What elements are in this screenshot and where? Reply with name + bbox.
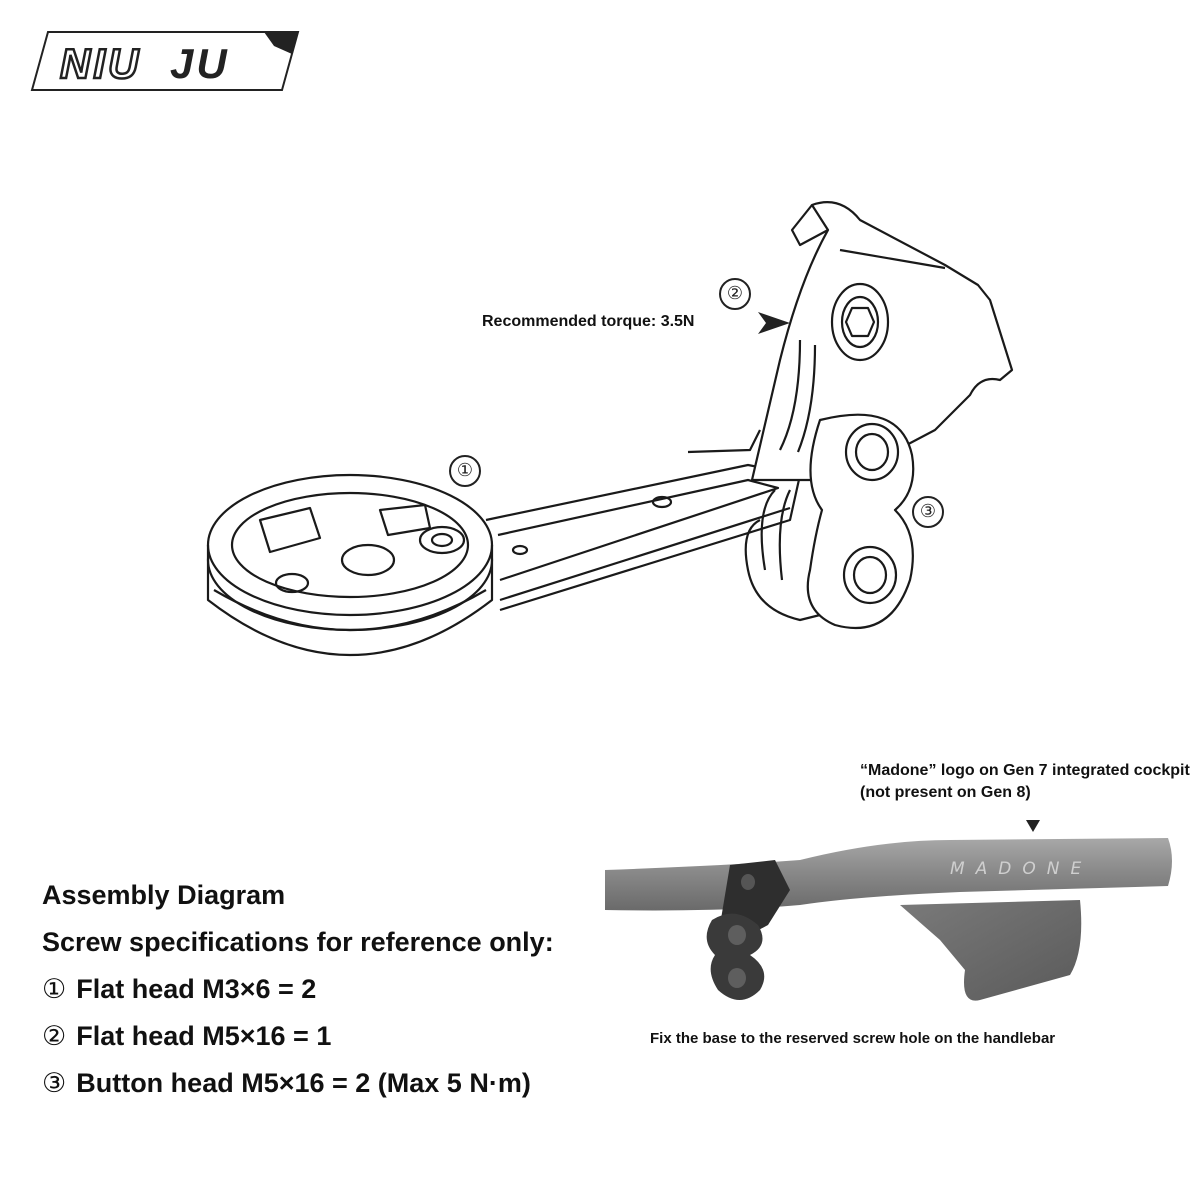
handlebar-photo: MADONE: [605, 838, 1172, 1001]
callout-2: ②: [719, 278, 751, 310]
madone-logo-note: “Madone” logo on Gen 7 integrated cockpi…: [860, 762, 1190, 801]
torque-arrow-icon: [758, 312, 790, 334]
logo-text-right: JU: [170, 40, 230, 87]
pointer-down-icon: [1026, 820, 1040, 832]
spec-item-number: ②: [42, 1021, 67, 1052]
brand-logo: NIU JU: [30, 31, 300, 91]
computer-mount-cup: [206, 473, 494, 656]
madone-bar-logo: MADONE: [950, 859, 1092, 879]
spec-item-2: ② Flat head M5×16 = 1: [42, 1013, 642, 1060]
spec-subtitle: Screw specifications for reference only:: [42, 927, 554, 957]
mount-assembly-drawing: [206, 201, 1014, 656]
upper-bracket: [750, 201, 1014, 482]
torque-label: Recommended torque: 3.5N: [482, 313, 695, 330]
link-plates: [744, 413, 915, 630]
spec-title: Assembly Diagram: [42, 880, 286, 910]
callout-1: ①: [449, 455, 481, 487]
spec-item-number: ③: [42, 1068, 67, 1099]
spec-item-text: Flat head M3×6 = 2: [76, 974, 317, 1004]
logo-text-left: NIU: [60, 40, 141, 87]
callout-3: ③: [912, 496, 944, 528]
spec-item-3: ③ Button head M5×16 = 2 (Max 5 N·m): [42, 1060, 642, 1107]
screw-spec-block: Assembly Diagram Screw specifications fo…: [42, 872, 642, 1107]
spec-item-number: ①: [42, 974, 67, 1005]
spec-item-1: ① Flat head M3×6 = 2: [42, 966, 642, 1013]
handlebar-caption: Fix the base to the reserved screw hole …: [650, 1030, 1056, 1047]
spec-item-text: Button head M5×16 = 2 (Max 5 N·m): [76, 1068, 531, 1098]
spec-item-text: Flat head M5×16 = 1: [76, 1021, 332, 1051]
